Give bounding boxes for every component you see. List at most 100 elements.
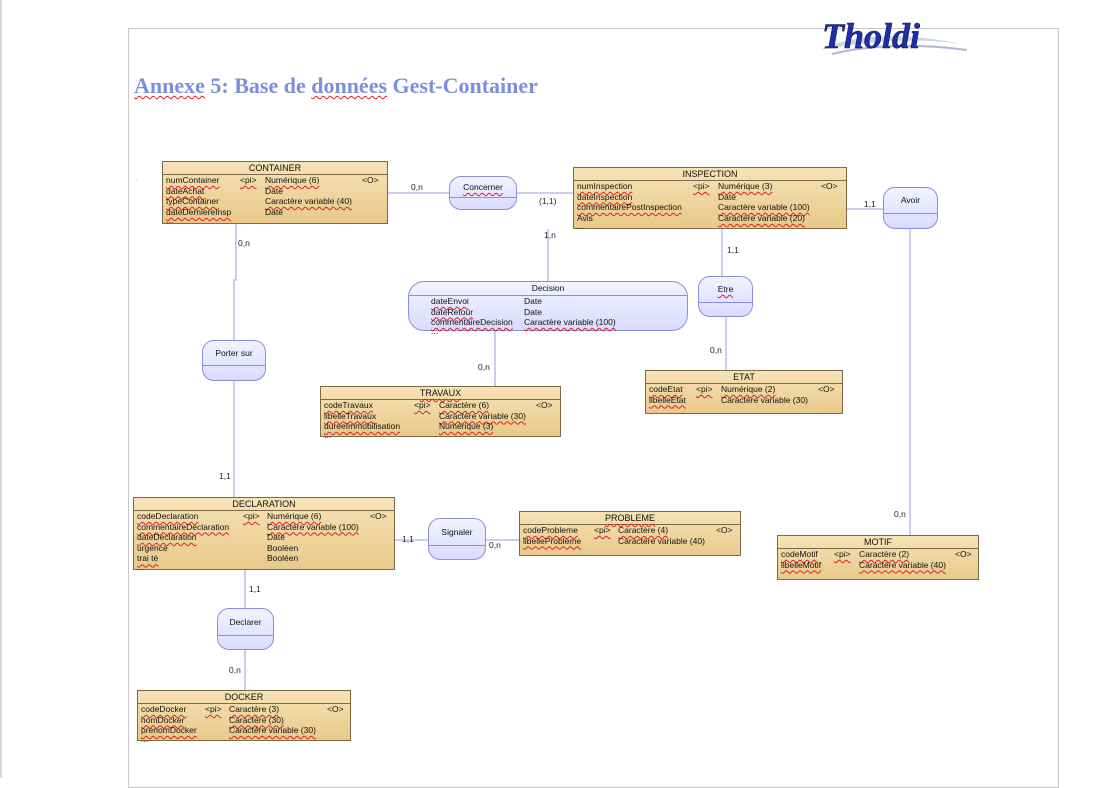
attr-type: Caractère variable (30) — [439, 410, 526, 421]
attr-name: codeTravaux — [324, 400, 373, 410]
stray-mark: . — [135, 173, 138, 182]
logo-text: Tholdi — [822, 16, 920, 56]
relation-title: Decision — [409, 282, 687, 296]
relation-avoir[interactable]: Avoir — [883, 187, 938, 229]
attr-type: Caractère variable (40) — [859, 559, 946, 570]
title-part-donnees: données — [311, 73, 388, 98]
attr-name: prenomDocker — [141, 725, 197, 736]
entity-inspection[interactable]: INSPECTION numInspection<pi>Numérique (3… — [573, 167, 847, 232]
relation-title: Declarer — [218, 609, 273, 636]
attr-flag: <O> — [821, 181, 838, 191]
attr-name: commentaireDecision — [431, 317, 513, 328]
attr-type: Date — [524, 306, 542, 317]
cardinality-probleme-signaler: 0,n — [489, 540, 501, 550]
attr-key: <pi> — [696, 384, 713, 394]
title-part-name: Gest-Container — [387, 73, 538, 98]
entity-motif[interactable]: MOTIF codeMotif<pi>Caractère (2)<O> libe… — [777, 535, 979, 580]
attr-type: Caractère variable (100) — [267, 521, 359, 532]
attr-name: codeMotif — [781, 549, 818, 559]
attr-type: Numérique (6) — [267, 511, 322, 521]
attr-type: Numérique (6) — [265, 175, 320, 185]
document-page — [128, 28, 1059, 788]
attr-type: Caractère variable (40) — [265, 196, 352, 207]
cardinality-motif-avoir: 0,n — [894, 509, 906, 519]
attr-type: Caractère variable (30) — [721, 394, 808, 405]
title-part-number: 5: Base de — [204, 73, 312, 98]
entity-container[interactable]: CONTAINER numContainer<pi>Numérique (6)<… — [162, 161, 388, 226]
entity-travaux[interactable]: TRAVAUX codeTravaux<pi>Caractère (6)<O> … — [320, 386, 561, 439]
entity-declaration[interactable]: DECLARATION codeDeclaration <pi> Numérique… — [133, 497, 395, 571]
cardinality-inspection-concerner: (1,1) — [539, 196, 557, 206]
attr-name: numContainer — [166, 175, 220, 185]
relation-porter-sur[interactable]: Porter sur — [202, 340, 266, 381]
attr-type: Caractère variable (30) — [229, 725, 316, 736]
attr-type: Numérique (3) — [439, 421, 494, 432]
attr-name: libelleMotif — [781, 559, 822, 570]
attr-type: Caractère (30) — [229, 714, 284, 725]
relation-title: Etre — [699, 277, 752, 303]
attr-flag: <O> — [362, 175, 379, 185]
attr-name: libelleProbleme — [523, 535, 582, 546]
entity-etat[interactable]: ETAT codeEtat<pi>Numérique (2)<O> libell… — [645, 370, 843, 414]
relation-title: Concerner — [450, 177, 516, 198]
entity-title: DECLARATION — [134, 498, 394, 511]
entity-probleme[interactable]: PROBLEME codeProbleme <pi> Caractère (4) <O… — [519, 511, 741, 556]
entity-title: PROBLEME — [520, 512, 740, 525]
title-part-annexe: Annexe — [134, 73, 205, 98]
relation-declarer[interactable]: Declarer — [217, 608, 274, 650]
attr-flag: <O> — [818, 384, 835, 394]
attr-name: codeDocker — [141, 704, 187, 714]
relation-title: Signaler — [429, 519, 485, 546]
attr-key: <pi> — [240, 175, 257, 185]
attr-key: <pi> — [594, 525, 611, 535]
more-attrs: ... — [431, 325, 439, 336]
more-attrs: ... — [141, 733, 149, 744]
attr-name: dateDeclaration — [137, 532, 197, 543]
attr-type: Caractère variable (40) — [618, 535, 705, 546]
attr-type: Caractère (4) — [618, 525, 669, 535]
attr-type: Date — [718, 191, 736, 202]
attr-name: urgence — [137, 542, 168, 553]
attr-name: codeDeclaration — [137, 511, 199, 521]
attr-name: Avis — [577, 212, 593, 223]
attr-name: libelleEtat — [649, 394, 686, 405]
attr-type: Numérique (3) — [718, 181, 773, 191]
attr-flag: <O> — [716, 525, 733, 535]
attr-name: libelleTravaux — [324, 410, 377, 421]
attr-key: <pi> — [693, 181, 710, 191]
relation-signaler[interactable]: Signaler — [428, 518, 486, 560]
attr-type: Caractère (2) — [859, 549, 910, 559]
attr-name: dateAchat — [166, 185, 205, 196]
attr-flag: <O> — [536, 400, 553, 410]
attr-name: dateInspection — [577, 191, 633, 202]
attr-type: Booléen — [267, 542, 299, 553]
attr-flag: <O> — [955, 549, 972, 559]
more-attrs: ... — [166, 215, 174, 226]
entity-docker[interactable]: DOCKER codeDocker<pi>Caractère (3)<O> no… — [137, 690, 351, 744]
link-container-porter — [233, 224, 237, 340]
attr-name: dateDerniereInsp — [166, 206, 232, 217]
entity-title: DOCKER — [138, 691, 350, 704]
entity-title: ETAT — [646, 371, 842, 384]
relation-concerner[interactable]: Concerner — [449, 176, 517, 210]
attr-flag: <O> — [327, 704, 344, 714]
attr-type: Caractère variable (100) — [718, 202, 810, 213]
cardinality-docker-declarer: 0,n — [229, 665, 241, 675]
entity-title: INSPECTION — [574, 168, 846, 181]
attr-type: Date — [265, 206, 283, 217]
cardinality-inspection-decision: 1,n — [544, 230, 556, 240]
attr-name: commentaireDeclaration — [137, 521, 230, 532]
attr-name: codeEtat — [649, 384, 683, 394]
cardinality-declaration-porter: 1,1 — [219, 471, 231, 481]
window-edge — [0, 0, 2, 778]
attr-name: codeProbleme — [523, 525, 578, 535]
relation-etre[interactable]: Etre — [698, 276, 753, 317]
entity-title: TRAVAUX — [321, 387, 560, 400]
attr-key: <pi> — [205, 704, 222, 714]
attr-key: <pi> — [243, 511, 260, 521]
attr-type: Caractère variable (100) — [524, 317, 616, 328]
attr-type: Caractère (6) — [439, 400, 490, 410]
more-attrs: ... — [577, 221, 585, 232]
